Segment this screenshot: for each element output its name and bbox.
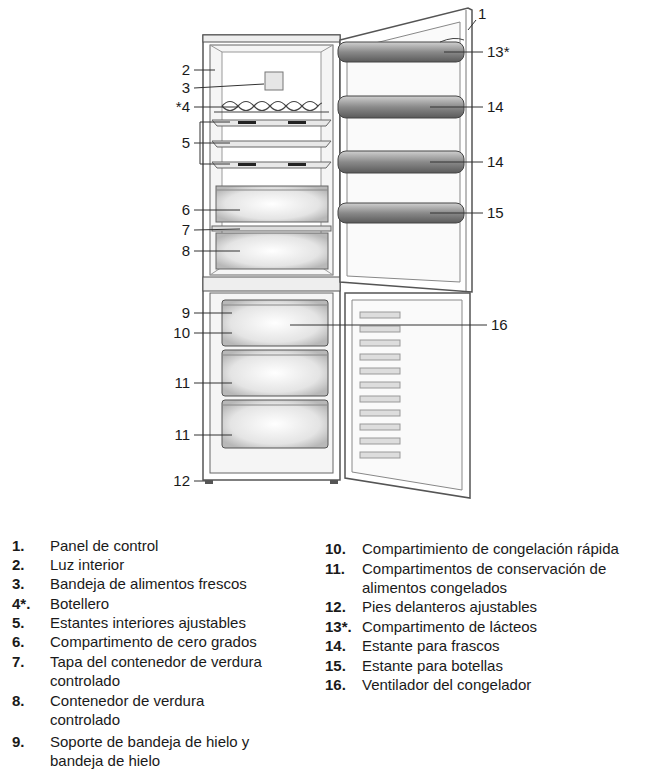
part-number: 4*.	[12, 594, 48, 613]
interior-light	[265, 72, 283, 90]
divider	[203, 277, 340, 291]
part-name: Estante para frascos	[362, 636, 657, 655]
callout-number: 14	[487, 98, 527, 116]
callout-number: *4	[150, 98, 190, 116]
callout-number: 10	[150, 324, 190, 342]
part-number: 11.	[325, 559, 361, 578]
callout-number: 11	[150, 426, 190, 444]
callout-number: 2	[150, 61, 190, 79]
callout-number: 16	[491, 316, 531, 334]
part-name: Compartimento de lácteos	[362, 617, 657, 636]
callout-number: 7	[150, 221, 190, 239]
crisper-cover	[212, 226, 331, 231]
part-number: 5.	[12, 613, 48, 632]
part-name: Bandeja de alimentos frescos	[50, 574, 305, 593]
part-number: 2.	[12, 555, 48, 574]
zero-compartment-lip	[216, 190, 328, 191]
callout-number: 11	[150, 374, 190, 392]
part-name: Ventilador del congelador	[362, 675, 657, 694]
part-number: 10.	[325, 539, 361, 558]
part-name: Botellero	[50, 594, 305, 613]
callout-number: 8	[150, 242, 190, 260]
callout-number: 6	[150, 201, 190, 219]
leader-lines	[194, 20, 487, 481]
part-name: Estantes interiores ajustables	[50, 613, 305, 632]
part-name: Tapa del contenedor de verdura controlad…	[50, 652, 300, 690]
part-number: 14.	[325, 636, 361, 655]
callout-number: 15	[487, 204, 527, 222]
cabinet	[203, 35, 340, 480]
part-number: 13*.	[325, 617, 361, 636]
part-number: 3.	[12, 574, 48, 593]
adjustable-shelves	[212, 120, 331, 168]
part-name: Estante para botellas	[362, 656, 657, 675]
part-number: 6.	[12, 632, 48, 651]
part-name: Contenedor de verdura controlado	[50, 691, 230, 729]
part-number: 1.	[12, 536, 48, 555]
freezer-door	[345, 293, 470, 498]
part-number: 9.	[12, 732, 48, 751]
freezer-drawers	[222, 300, 328, 448]
part-number: 7.	[12, 652, 48, 671]
callout-number: 3	[150, 79, 190, 97]
part-name: Compartimento de cero grados	[50, 632, 305, 651]
part-number: 12.	[325, 597, 361, 616]
part-name: Pies delanteros ajustables	[362, 597, 657, 616]
callout-number: 14	[487, 153, 527, 171]
part-name: Compartimiento de congelación rápida	[362, 539, 662, 558]
callout-number: 9	[150, 304, 190, 322]
fridge-door	[338, 8, 472, 292]
part-name: Compartimentos de conservación de alimen…	[362, 559, 652, 597]
part-number: 8.	[12, 691, 48, 710]
part-name: Luz interior	[50, 555, 305, 574]
callout-number: 13*	[487, 43, 537, 61]
part-number: 16.	[325, 675, 361, 694]
adjustable-feet	[205, 480, 338, 484]
callout-number: 12	[150, 472, 190, 490]
part-number: 15.	[325, 656, 361, 675]
zero-compartment	[216, 186, 328, 222]
callout-number: 1	[478, 5, 508, 23]
callout-number: 5	[150, 134, 190, 152]
part-name: Panel de control	[50, 536, 305, 555]
part-name: Soporte de bandeja de hielo y bandeja de…	[50, 732, 290, 770]
